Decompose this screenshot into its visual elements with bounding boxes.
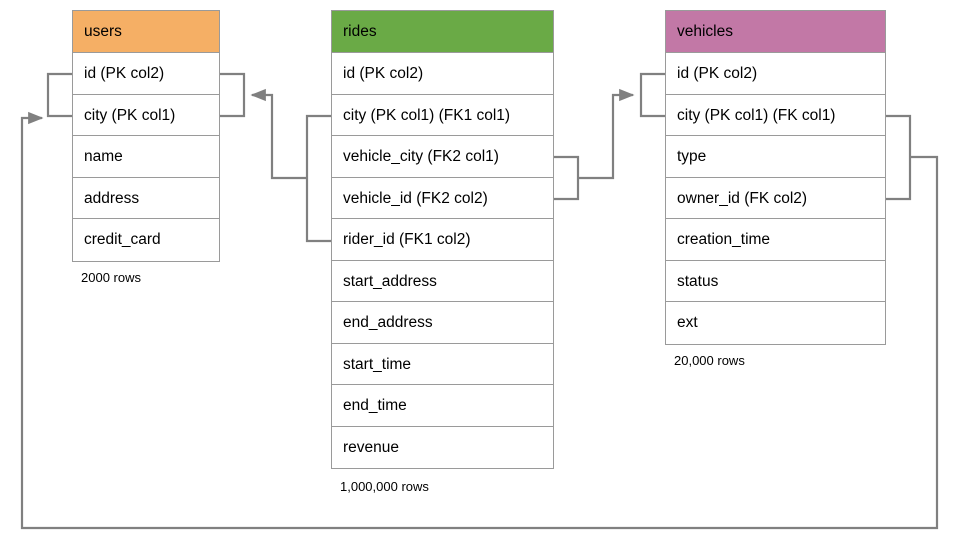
field-vehicles-owner-id[interactable]: owner_id (FK col2): [666, 177, 885, 219]
users-row-count: 2000 rows: [81, 270, 141, 285]
field-users-credit-card[interactable]: credit_card: [73, 219, 219, 261]
connector-rides-fk2-to-vehicles: [578, 88, 635, 180]
field-rides-id[interactable]: id (PK col2): [332, 53, 553, 95]
rides-fk2-bracket: [554, 155, 580, 201]
field-vehicles-creation-time[interactable]: creation_time: [666, 219, 885, 261]
users-right-key-bracket: [220, 72, 246, 118]
rides-row-count: 1,000,000 rows: [340, 479, 429, 494]
field-users-name[interactable]: name: [73, 136, 219, 178]
field-rides-end-time[interactable]: end_time: [332, 385, 553, 427]
users-left-key-bracket: [46, 72, 72, 118]
rides-fk1-bracket: [305, 114, 331, 243]
entity-rides[interactable]: rides id (PK col2) city (PK col1) (FK1 c…: [331, 10, 554, 469]
field-rides-city[interactable]: city (PK col1) (FK1 col1): [332, 94, 553, 136]
field-users-city[interactable]: city (PK col1): [73, 94, 219, 136]
field-users-id[interactable]: id (PK col2): [73, 53, 219, 95]
entity-users-header: users: [73, 11, 219, 53]
field-rides-end-address[interactable]: end_address: [332, 302, 553, 344]
field-users-address[interactable]: address: [73, 177, 219, 219]
field-vehicles-type[interactable]: type: [666, 136, 885, 178]
vehicles-fk-bracket: [886, 114, 912, 201]
field-vehicles-city[interactable]: city (PK col1) (FK col1): [666, 94, 885, 136]
vehicles-row-count: 20,000 rows: [674, 353, 745, 368]
field-rides-vehicle-id[interactable]: vehicle_id (FK2 col2): [332, 177, 553, 219]
field-rides-vehicle-city[interactable]: vehicle_city (FK2 col1): [332, 136, 553, 178]
field-rides-rider-id[interactable]: rider_id (FK1 col2): [332, 219, 553, 261]
field-vehicles-status[interactable]: status: [666, 260, 885, 302]
entity-users[interactable]: users id (PK col2) city (PK col1) name a…: [72, 10, 220, 262]
connector-rides-fk1-to-users: [250, 88, 307, 180]
entity-vehicles-header: vehicles: [666, 11, 885, 53]
field-vehicles-id[interactable]: id (PK col2): [666, 53, 885, 95]
field-rides-start-time[interactable]: start_time: [332, 343, 553, 385]
field-vehicles-ext[interactable]: ext: [666, 302, 885, 344]
entity-vehicles[interactable]: vehicles id (PK col2) city (PK col1) (FK…: [665, 10, 886, 345]
vehicles-left-key-bracket: [639, 72, 665, 118]
field-rides-revenue[interactable]: revenue: [332, 426, 553, 468]
field-rides-start-address[interactable]: start_address: [332, 260, 553, 302]
entity-rides-header: rides: [332, 11, 553, 53]
